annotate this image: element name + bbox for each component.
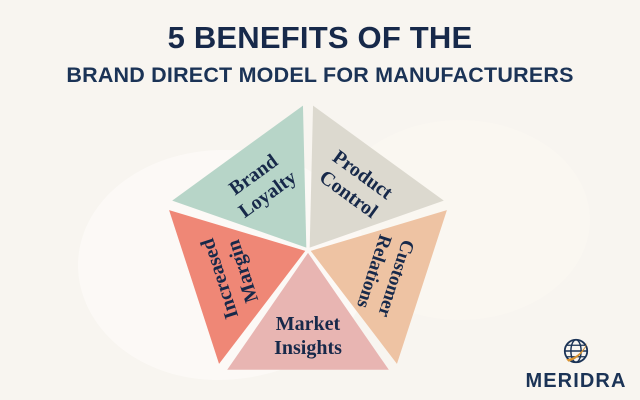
title-line-2: BRAND DIRECT MODEL FOR MANUFACTURERS [66,62,574,87]
segment-label-line1-market-insights: Market [276,313,341,335]
brand-logo[interactable]: MERIDRA [524,334,628,393]
pentagon-segment-increased-margin[interactable] [169,210,306,364]
pentagon-segment-product-control[interactable] [309,105,444,248]
title-line-1: 5 BENEFITS OF THE [167,20,473,55]
page-title: 5 BENEFITS OF THE BRAND DIRECT MODEL FOR… [0,20,640,87]
pentagon-segment-customer-relations[interactable] [310,210,447,364]
pentagon-segment-market-insights[interactable] [227,252,389,370]
globe-icon [563,338,589,364]
segment-label-line2-market-insights: Insights [274,337,342,359]
logo-wordmark: MERIDRA [525,370,627,392]
pentagon-segment-brand-loyalty[interactable] [172,105,307,248]
